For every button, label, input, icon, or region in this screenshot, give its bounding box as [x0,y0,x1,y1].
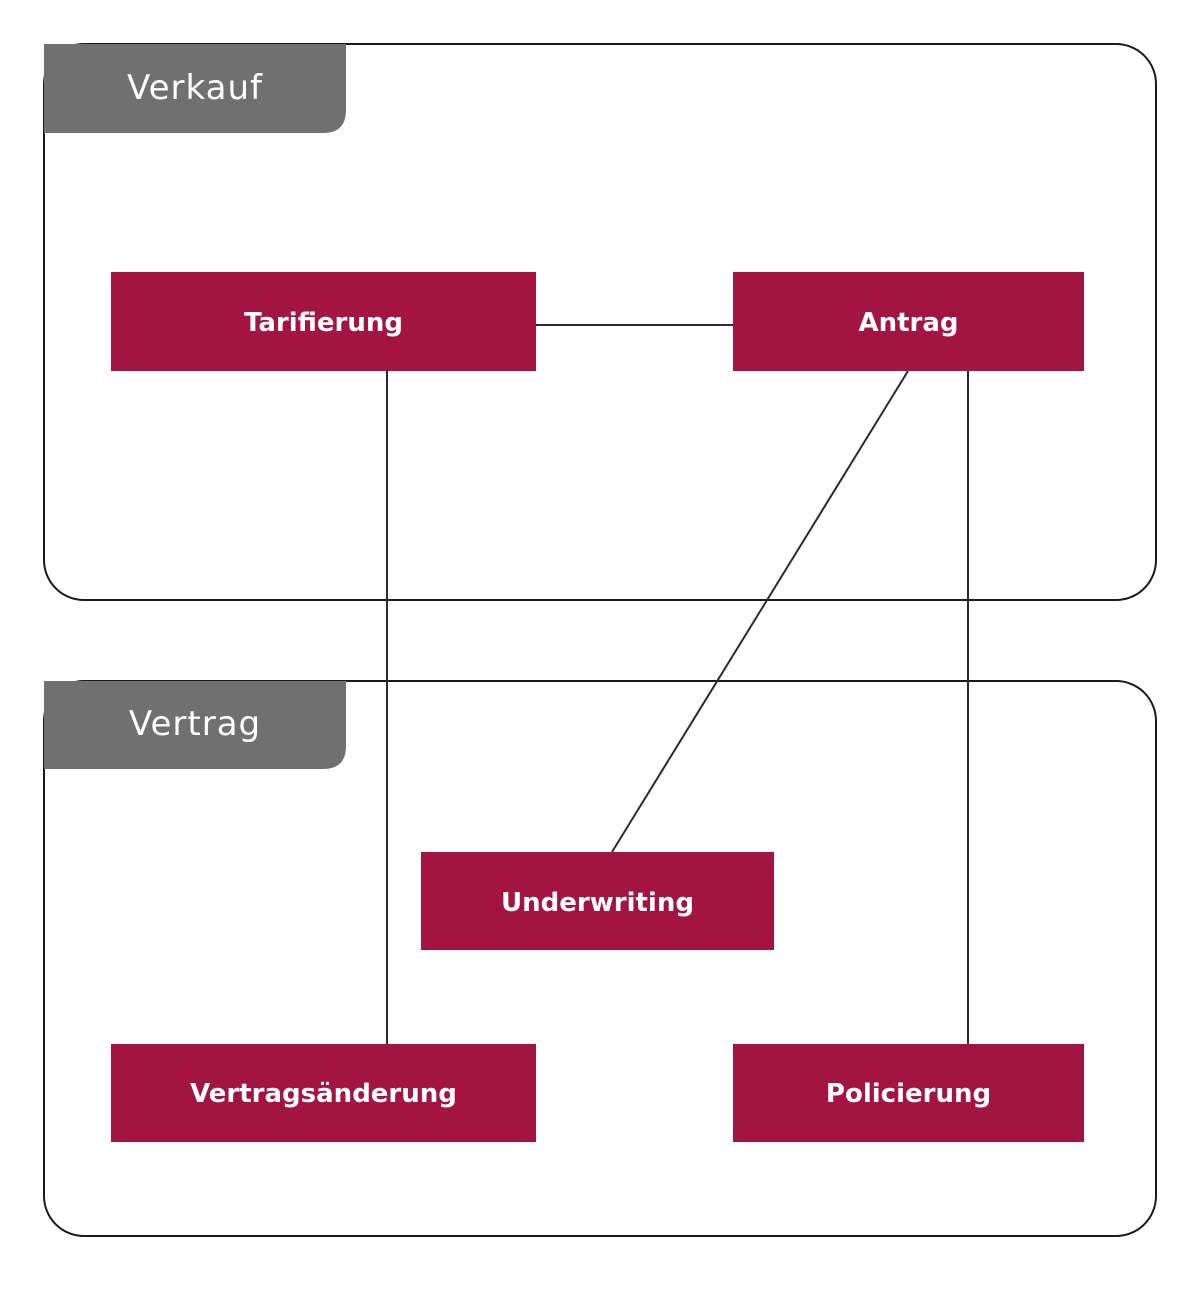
node-underwriting-label: Underwriting [501,888,694,918]
node-vertragsaenderung: Vertragsänderung [111,1044,536,1142]
node-antrag: Antrag [733,272,1084,371]
connectors [386,324,969,1044]
node-policierung: Policierung [733,1044,1084,1142]
group-verkauf-tab [44,44,346,133]
group-vertrag-tab [44,681,346,769]
group-vertrag: Vertrag [43,680,1157,1237]
node-tarifierung: Tarifierung [111,272,536,371]
node-underwriting: Underwriting [421,852,774,950]
node-vertragsaenderung-box [111,1044,536,1142]
node-antrag-label: Antrag [858,308,958,338]
node-vertragsaenderung-label: Vertragsänderung [190,1079,457,1109]
node-tarifierung-box [111,272,536,371]
group-verkauf-frame [43,43,1157,601]
group-verkauf: Verkauf [43,43,1157,601]
group-verkauf-label: Verkauf [127,68,263,108]
node-antrag-box [733,272,1084,371]
node-tarifierung-label: Tarifierung [244,308,403,338]
group-vertrag-label: Vertrag [129,704,261,744]
node-policierung-box [733,1044,1084,1142]
node-underwriting-box [421,852,774,950]
edge-antrag-underwriting [611,370,909,853]
node-policierung-label: Policierung [826,1079,991,1109]
